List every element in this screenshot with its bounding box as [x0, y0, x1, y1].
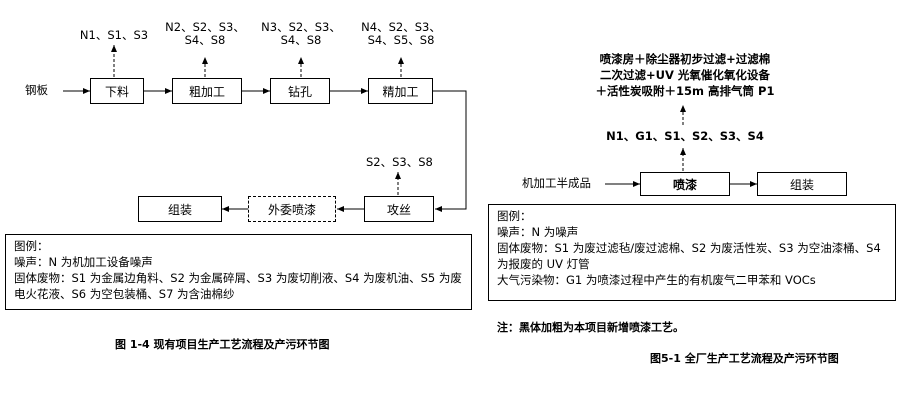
emission-line: N4、S2、S3、 — [361, 20, 441, 34]
emission-line: S4、S5、S8 — [367, 33, 435, 47]
treatment-line: 喷漆房＋除尘器初步过滤+过滤棉 — [599, 52, 771, 66]
arrow-route — [433, 90, 467, 212]
step-box-rough-machining: 粗加工 — [172, 78, 242, 104]
figure-caption-left: 图 1-4 现有项目生产工艺流程及产污环节图 — [115, 338, 330, 351]
emission-line: N1、S1、S3 — [79, 28, 149, 42]
treatment-text: 喷漆房＋除尘器初步过滤+过滤棉 二次过滤+UV 光氧催化氧化设备 ＋活性炭吸附＋… — [575, 51, 795, 99]
step-box-drilling: 钻孔 — [270, 78, 330, 104]
step-box-assembly: 组装 — [138, 196, 222, 222]
emission-line: N2、S2、S3、 — [165, 20, 245, 34]
legend-title: 图例： — [497, 209, 532, 223]
emission-label-1: N1、S1、S3 — [74, 29, 154, 42]
step-box-finishing: 精加工 — [368, 78, 433, 104]
legend-box-left: 图例： 噪声：N 为机加工设备噪声 固体废物：S1 为金属边角料、S2 为金属碎… — [5, 234, 472, 310]
emission-label-2: N2、S2、S3、 S4、S8 — [160, 21, 250, 47]
emission-label-4: N4、S2、S3、 S4、S5、S8 — [351, 21, 451, 47]
legend-noise: 噪声：N 为机加工设备噪声 — [14, 255, 153, 269]
emission-line: N3、S2、S3、 — [261, 20, 341, 34]
step-box-spray-painting: 喷漆 — [640, 172, 730, 196]
spray-emission-label: N1、G1、S1、S2、S3、S4 — [606, 129, 764, 143]
legend-air-pollutants: 大气污染物：G1 为喷漆过程中产生的有机废气二甲苯和 VOCs — [497, 273, 816, 287]
input-label-right: 机加工半成品 — [522, 176, 591, 190]
treatment-line: 二次过滤+UV 光氧催化氧化设备 — [600, 68, 770, 82]
step-box-cutting: 下料 — [90, 78, 144, 104]
legend-solid-waste: 固体废物：S1 为废过滤毡/废过滤棉、S2 为废活性炭、S3 为空油漆桶、S4 … — [497, 241, 881, 271]
legend-solid-waste: 固体废物：S1 为金属边角料、S2 为金属碎屑、S3 为废切削液、S4 为废机油… — [14, 271, 462, 301]
legend-box-right: 图例： 噪声：N 为噪声 固体废物：S1 为废过滤毡/废过滤棉、S2 为废活性炭… — [488, 204, 896, 301]
thread-emission-label: S2、S3、S8 — [366, 155, 433, 169]
emission-line: S4、S8 — [184, 33, 226, 47]
emission-label-3: N3、S2、S3、 S4、S8 — [256, 21, 346, 47]
legend-title: 图例： — [14, 239, 49, 253]
treatment-line: ＋活性炭吸附＋15m 高排气筒 P1 — [595, 84, 775, 98]
step-box-outsourced-painting: 外委喷漆 — [248, 196, 336, 222]
emission-line: S4、S8 — [280, 33, 322, 47]
input-label: 钢板 — [25, 83, 48, 97]
figure-caption-right: 图5-1 全厂生产工艺流程及产污环节图 — [650, 352, 839, 365]
step-box-assembly-right: 组装 — [757, 172, 847, 196]
note-text: 注：黑体加粗为本项目新增喷漆工艺。 — [497, 321, 684, 334]
step-box-threading: 攻丝 — [364, 196, 434, 222]
legend-noise: 噪声：N 为噪声 — [497, 225, 579, 239]
